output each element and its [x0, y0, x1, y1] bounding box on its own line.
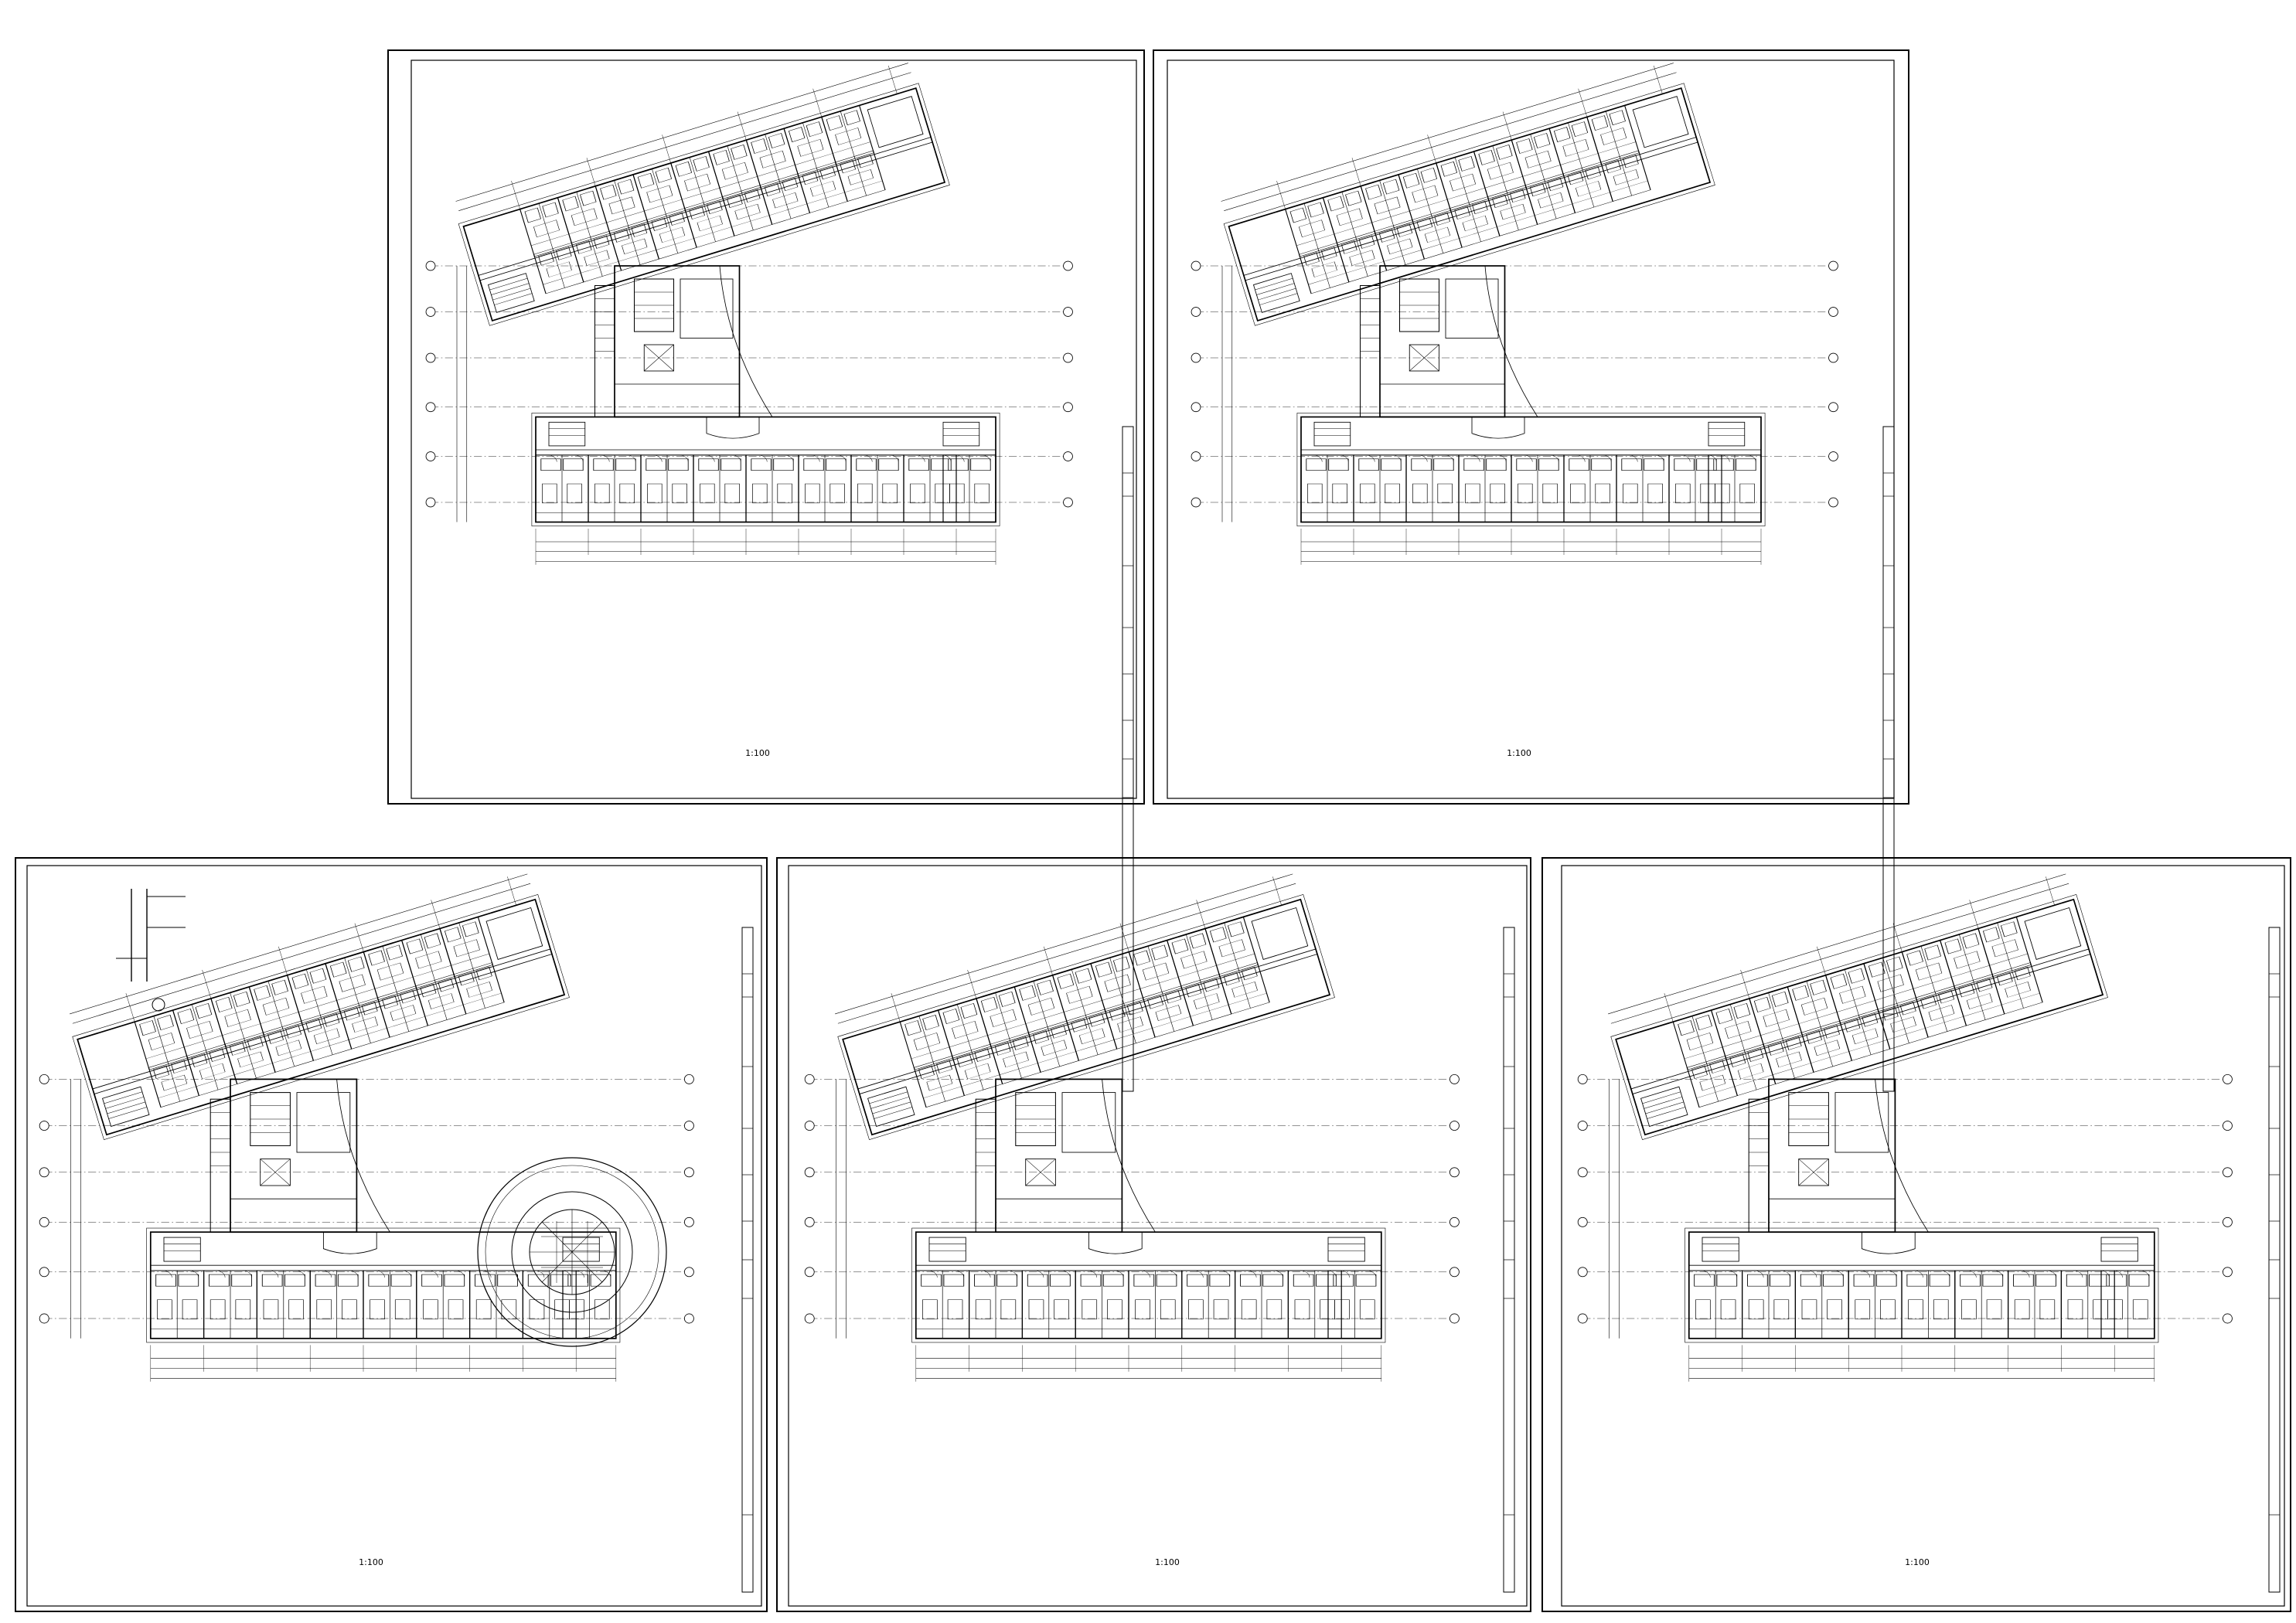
sheet-3: 1:100: [15, 857, 768, 1612]
sheet-5-inner-frame: [1561, 865, 2285, 1607]
sheet-3-wall-section-detail: [116, 889, 186, 1012]
sheet-4-floor-plan: [805, 869, 1459, 1381]
sheet-3-circular-atrium: [477, 1157, 667, 1347]
sheet-1-floor-plan: [426, 59, 1072, 565]
sheet-1-inner-frame: [410, 60, 1137, 799]
sheet-3-scale: 1:100: [359, 1557, 383, 1567]
sheet-1-outer-frame: [387, 49, 1145, 805]
sheet-5-floor-plan: [1578, 869, 2232, 1381]
sheet-2-inner-frame: [1167, 60, 1895, 799]
sheet-5: 1:100: [1541, 857, 2291, 1612]
sheet-4: 1:100: [776, 857, 1531, 1612]
sheet-2-floor-plan: [1191, 59, 1838, 565]
sheet-1-title-block: [1122, 426, 1134, 1092]
sheet-3-title-block: [741, 927, 754, 1593]
sheet-4-title-block: [1503, 927, 1515, 1593]
sheet-5-outer-frame: [1541, 857, 2291, 1612]
sheet-3-outer-frame: [15, 857, 768, 1612]
sheet-2-scale: 1:100: [1507, 748, 1531, 758]
sheet-4-inner-frame: [788, 865, 1528, 1607]
sheet-3-inner-frame: [26, 865, 762, 1607]
sheet-1-scale: 1:100: [745, 748, 770, 758]
sheet-1: 1:100: [387, 49, 1145, 1092]
sheet-2-title-block: [1882, 426, 1895, 1092]
sheet-5-scale: 1:100: [1905, 1557, 1930, 1567]
sheet-3-floor-plan: [39, 869, 693, 1381]
sheet-2-outer-frame: [1153, 49, 1909, 805]
sheet-5-title-block: [2268, 927, 2281, 1593]
sheet-4-scale: 1:100: [1155, 1557, 1180, 1567]
sheet-2: 1:100: [1153, 49, 1909, 1092]
sheet-4-outer-frame: [776, 857, 1531, 1612]
